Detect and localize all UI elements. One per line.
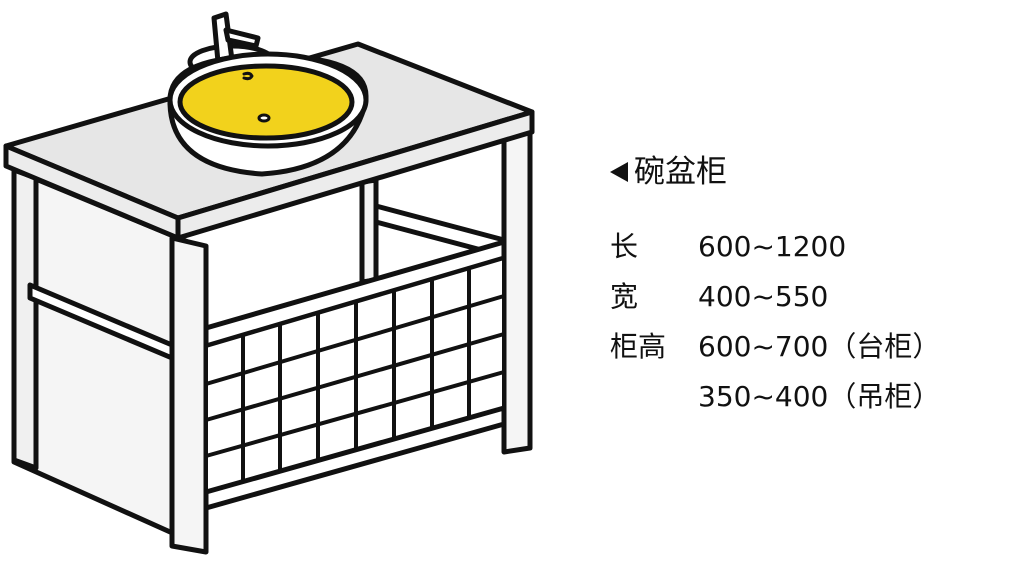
front-grid-panel <box>204 256 506 494</box>
spec-row-height-wall: 350~400（吊柜） <box>610 372 1010 422</box>
bowl-basin <box>167 51 369 177</box>
spec-row-length: 长 600~1200 <box>610 222 1010 272</box>
spec-value: 600~700（台柜） <box>698 330 941 363</box>
spec-label: 柜高 <box>610 330 667 363</box>
spec-title: 碗盆柜 <box>634 154 727 190</box>
spec-label: 长 <box>610 230 639 263</box>
overflow-hole-icon <box>242 71 254 81</box>
back-right-leg <box>501 129 533 455</box>
spec-row-width: 宽 400~550 <box>610 272 1010 322</box>
basin-water <box>177 63 355 141</box>
spec-value: 350~400（吊柜） <box>698 380 941 413</box>
spec-value: 600~1200 <box>698 230 847 263</box>
left-triangle-arrow-icon <box>610 162 628 182</box>
spec-panel: 碗盆柜 长 600~1200 宽 400~550 柜高 600~700（台柜） … <box>610 152 1010 422</box>
spec-row-height-counter: 柜高 600~700（台柜） <box>610 322 1010 372</box>
front-corner-leg <box>169 235 209 555</box>
front-bottom-rail <box>203 405 507 511</box>
spec-value: 400~550 <box>698 280 829 313</box>
spec-title-row: 碗盆柜 <box>610 152 1010 192</box>
drain-icon <box>257 113 271 123</box>
faucet-handle <box>223 27 261 49</box>
spec-label: 宽 <box>610 280 639 313</box>
countertop-right-edge <box>175 109 535 241</box>
front-left-leg <box>11 167 39 471</box>
back-middle-post <box>359 177 379 285</box>
spec-label <box>610 372 698 422</box>
vanity-cabinet-illustration <box>3 11 535 555</box>
